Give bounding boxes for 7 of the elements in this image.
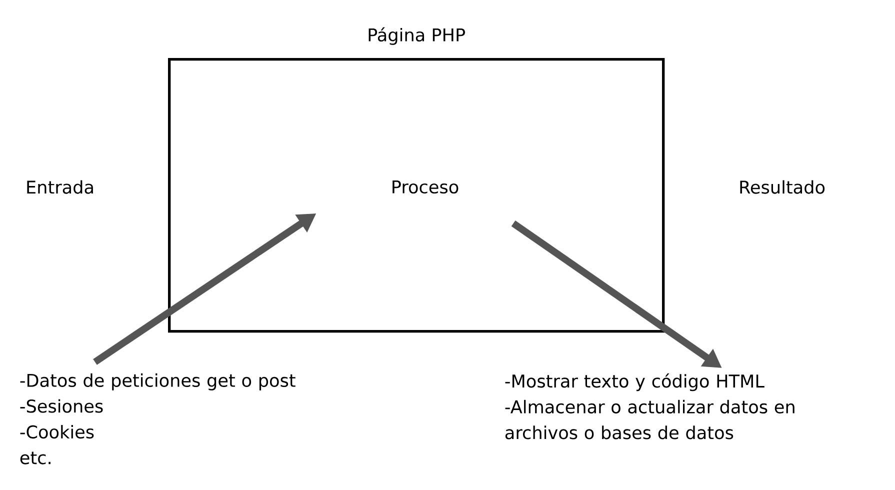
- list-text: -Mostrar texto y código HTML -Almacenar o actualizar datos en archivos o bases de datos: [505, 373, 794, 440]
- process-box: [168, 58, 665, 333]
- heading: Página PHP: [368, 27, 465, 45]
- side-label: Entrada: [27, 180, 93, 194]
- side-label: Resultado: [740, 180, 825, 194]
- box-label: Proceso: [392, 180, 458, 194]
- list-text: -Datos de peticiones get o post -Sesiones -Cookies etc.: [20, 373, 296, 464]
